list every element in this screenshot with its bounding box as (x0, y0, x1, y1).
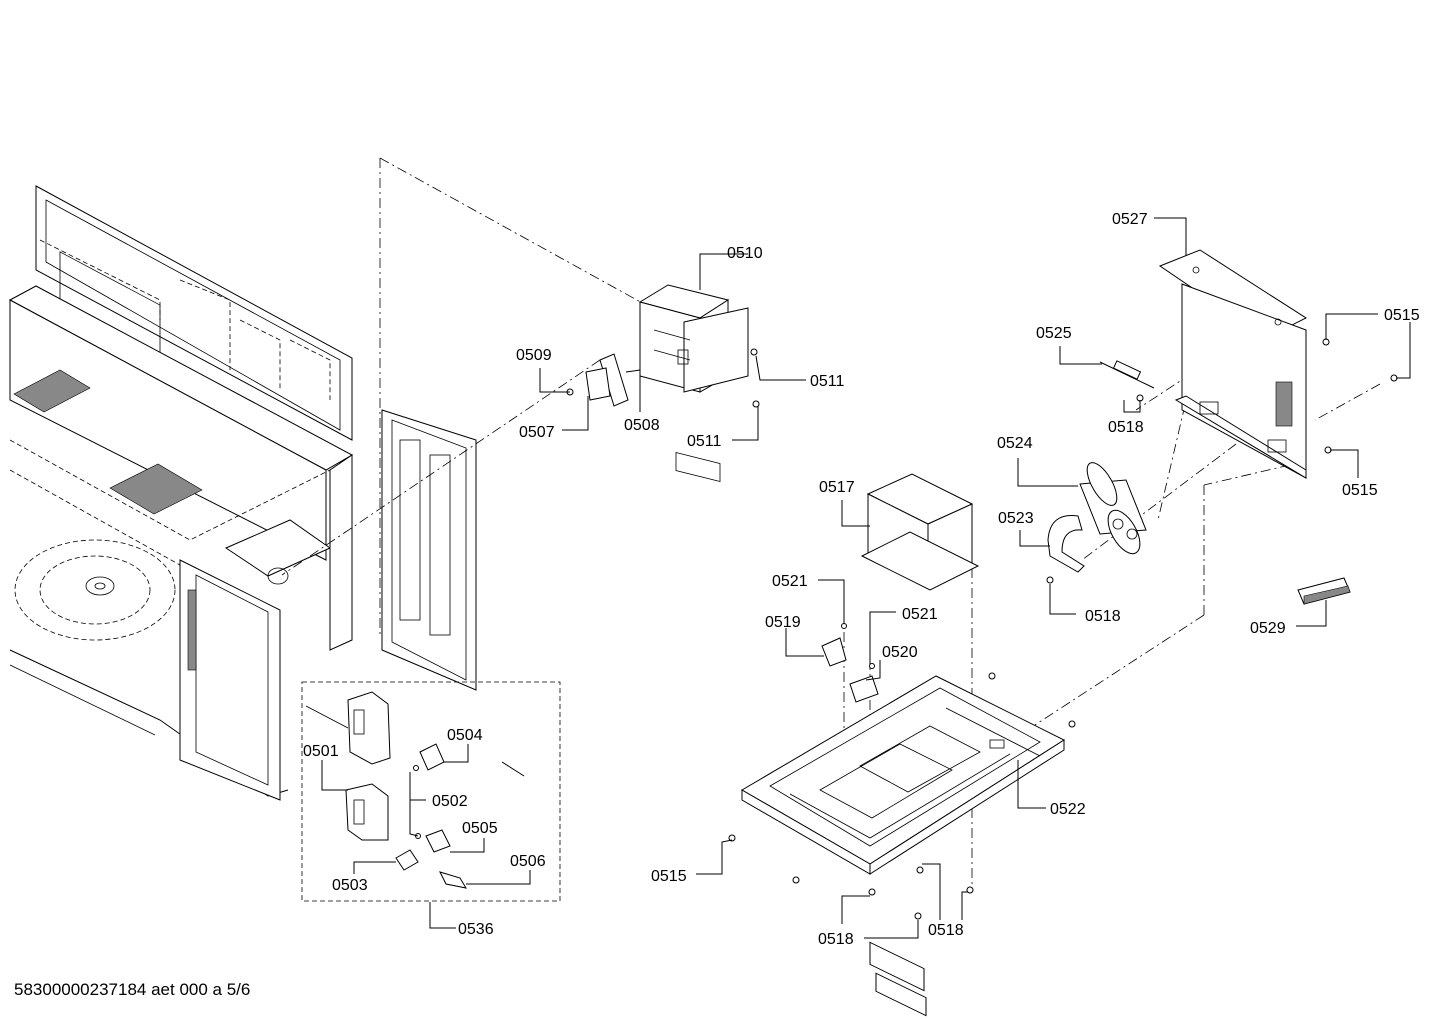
callout-0502: 0502 (432, 793, 468, 810)
callout-0521: 0521 (772, 573, 808, 590)
callout-0508: 0508 (624, 417, 660, 434)
capacitor (1079, 462, 1147, 555)
handle-part (1297, 577, 1351, 605)
screw-icon (750, 348, 758, 356)
screw-icon (792, 876, 800, 884)
callout-0518: 0518 (1085, 608, 1121, 625)
callout-0515: 0515 (1342, 482, 1378, 499)
callout-0527: 0527 (1112, 211, 1148, 228)
capacitor-clamp (1047, 515, 1085, 573)
callout-0520: 0520 (882, 644, 918, 661)
callout-0507: 0507 (519, 424, 555, 441)
callout-0515: 0515 (1384, 307, 1420, 324)
callout-0501: 0501 (303, 743, 339, 760)
screw-icon (988, 672, 996, 680)
callout-0509: 0509 (516, 347, 552, 364)
fuse (1099, 360, 1155, 389)
switch-0519 (821, 623, 847, 667)
screw-icon (868, 888, 876, 896)
screw-icon (1068, 720, 1076, 728)
transformer (860, 473, 980, 1017)
screw-icon (728, 834, 736, 842)
screw-icon (752, 400, 760, 408)
callout-0536: 0536 (458, 921, 494, 938)
screw-icon (1046, 576, 1054, 584)
callout-0518: 0518 (818, 931, 854, 948)
magnetron (638, 284, 749, 483)
thermostat-bracket (566, 353, 629, 407)
microwave-housing (8, 185, 477, 801)
drawing-reference-number: 58300000237184 aet 000 a 5/6 (14, 980, 251, 999)
callout-0517: 0517 (819, 479, 855, 496)
callout-0524: 0524 (997, 435, 1033, 452)
callout-0522: 0522 (1050, 801, 1086, 818)
callout-0518: 0518 (928, 922, 964, 939)
callout-0506: 0506 (510, 853, 546, 870)
callout-0505: 0505 (462, 820, 498, 837)
screw-icon (916, 866, 924, 874)
callout-0515: 0515 (651, 868, 687, 885)
screw-icon (914, 912, 922, 920)
callout-0529: 0529 (1250, 620, 1286, 637)
callout-0521: 0521 (902, 606, 938, 623)
door-switch-assembly-box (301, 681, 561, 902)
base-plate (741, 675, 1066, 875)
callout-0518: 0518 (1108, 419, 1144, 436)
switch-0520 (849, 663, 879, 703)
callout-0519: 0519 (765, 614, 801, 631)
callout-0511: 0511 (810, 373, 845, 390)
callout-0525: 0525 (1036, 325, 1072, 342)
callout-0511: 0511 (687, 433, 722, 450)
callout-0503: 0503 (332, 877, 368, 894)
callout-labels: 0510 0509 0508 0507 0511 0511 0527 0525 … (303, 211, 1420, 948)
rear-cover-panel (1158, 249, 1308, 479)
callout-0510: 0510 (727, 245, 763, 262)
callout-0504: 0504 (447, 727, 483, 744)
leader-lines (321, 217, 1411, 939)
callout-0523: 0523 (998, 510, 1034, 527)
screw-icon (966, 886, 974, 894)
